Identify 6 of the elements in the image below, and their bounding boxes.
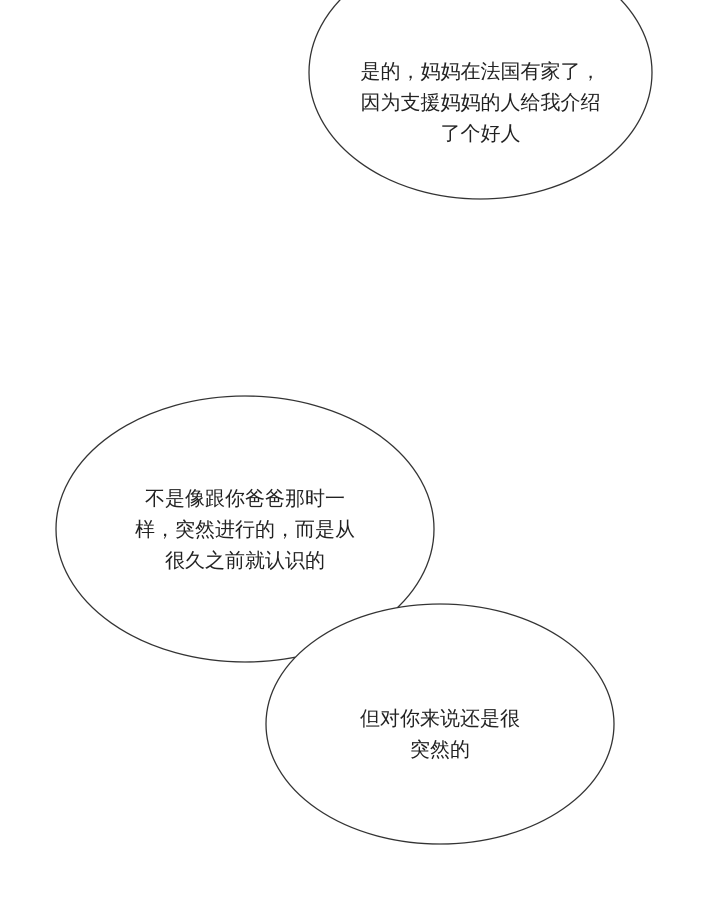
speech-text: 不是像跟你爸爸那时一样，突然进行的，而是从很久之前就认识的 <box>134 484 356 574</box>
speech-bubble <box>55 395 435 663</box>
speech-bubble <box>308 0 653 200</box>
speech-bubble <box>265 603 615 845</box>
speech-text: 但对你来说还是很突然的 <box>359 705 521 763</box>
speech-text: 是的，妈妈在法国有家了，因为支援妈妈的人给我介绍了个好人 <box>360 58 602 147</box>
